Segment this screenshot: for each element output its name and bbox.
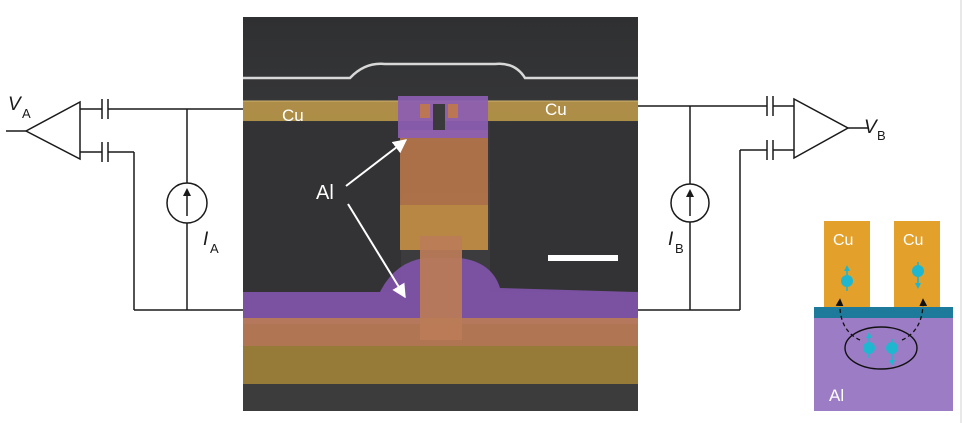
pair-spin-down-icon bbox=[886, 339, 898, 366]
amplifier-a bbox=[24, 100, 81, 161]
cu-label-left: Cu bbox=[282, 106, 304, 125]
tunnel-path-right bbox=[901, 298, 928, 341]
right-circuit bbox=[638, 96, 868, 311]
vb-subscript: B bbox=[877, 128, 886, 143]
ia-label: I bbox=[203, 229, 209, 250]
al-label: Al bbox=[316, 182, 334, 204]
inset-aluminium bbox=[814, 316, 953, 411]
vb-label: V bbox=[864, 117, 879, 138]
tunnel-path-left bbox=[835, 298, 861, 341]
va-subscript: A bbox=[22, 106, 31, 121]
scale-bar bbox=[548, 255, 618, 261]
amplifier-b bbox=[793, 97, 850, 160]
al-pointer-arrow-up bbox=[345, 139, 408, 187]
cooper-pair-ellipse bbox=[844, 326, 918, 370]
inset-cu-left-label: Cu bbox=[833, 232, 853, 249]
copper-horizontal-bar bbox=[243, 318, 638, 346]
cu-label-right: Cu bbox=[545, 100, 567, 119]
inset-copper-left bbox=[824, 221, 870, 307]
va-label: V bbox=[8, 94, 23, 115]
top-edge-highlight bbox=[243, 62, 638, 80]
inset-cu-right-label: Cu bbox=[903, 232, 923, 249]
ia-subscript: A bbox=[210, 241, 219, 256]
left-circuit bbox=[6, 99, 243, 311]
inset-interface-layer bbox=[814, 307, 953, 318]
spin-up-icon bbox=[841, 265, 853, 291]
ib-subscript: B bbox=[675, 241, 684, 256]
pair-spin-up-icon bbox=[863, 332, 875, 358]
sem-micrograph: Cu Cu Al bbox=[243, 17, 638, 411]
al-pointer-arrow-down bbox=[347, 203, 406, 299]
inset-schematic: Cu Cu Al bbox=[814, 221, 953, 411]
ib-label: I bbox=[668, 229, 674, 250]
spin-down-icon bbox=[912, 262, 924, 289]
inset-al-label: Al bbox=[829, 386, 844, 405]
inset-copper-right bbox=[894, 221, 940, 307]
copper-bottom-block bbox=[243, 346, 638, 384]
